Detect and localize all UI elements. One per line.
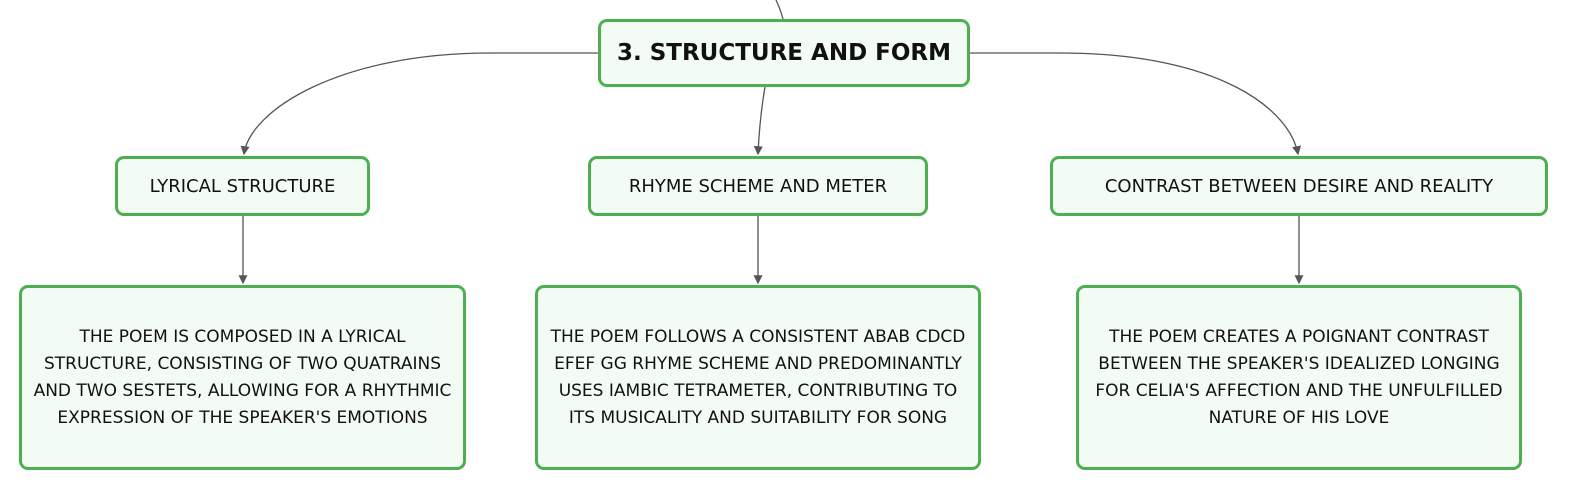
- detail-node-text: THE POEM CREATES A POIGNANT CONTRAST BET…: [1095, 326, 1503, 428]
- branch-node-label: LYRICAL STRUCTURE: [149, 175, 336, 197]
- detail-node-text: THE POEM IS COMPOSED IN A LYRICAL STRUCT…: [33, 326, 452, 428]
- root-node[interactable]: 3. STRUCTURE AND FORM: [598, 19, 970, 87]
- connector-root-to-contrast: [970, 52, 1302, 156]
- detail-node-contrast[interactable]: THE POEM CREATES A POIGNANT CONTRAST BET…: [1076, 285, 1522, 470]
- connector-root-to-lyrical-structure: [240, 52, 598, 156]
- detail-node-text: THE POEM FOLLOWS A CONSISTENT ABAB CDCD …: [550, 326, 966, 428]
- branch-node-label: CONTRAST BETWEEN DESIRE AND REALITY: [1104, 175, 1494, 197]
- incoming-connector: [775, 0, 784, 20]
- detail-node-rhyme-scheme[interactable]: THE POEM FOLLOWS A CONSISTENT ABAB CDCD …: [535, 285, 981, 470]
- detail-node-lyrical-structure[interactable]: THE POEM IS COMPOSED IN A LYRICAL STRUCT…: [19, 285, 466, 470]
- branch-node-lyrical-structure[interactable]: LYRICAL STRUCTURE: [115, 156, 370, 216]
- branch-node-rhyme-scheme[interactable]: RHYME SCHEME AND METER: [588, 156, 928, 216]
- connector-root-to-rhyme-scheme: [753, 86, 766, 156]
- branch-node-contrast[interactable]: CONTRAST BETWEEN DESIRE AND REALITY: [1050, 156, 1548, 216]
- root-node-label: 3. STRUCTURE AND FORM: [616, 40, 952, 66]
- branch-node-label: RHYME SCHEME AND METER: [628, 175, 888, 197]
